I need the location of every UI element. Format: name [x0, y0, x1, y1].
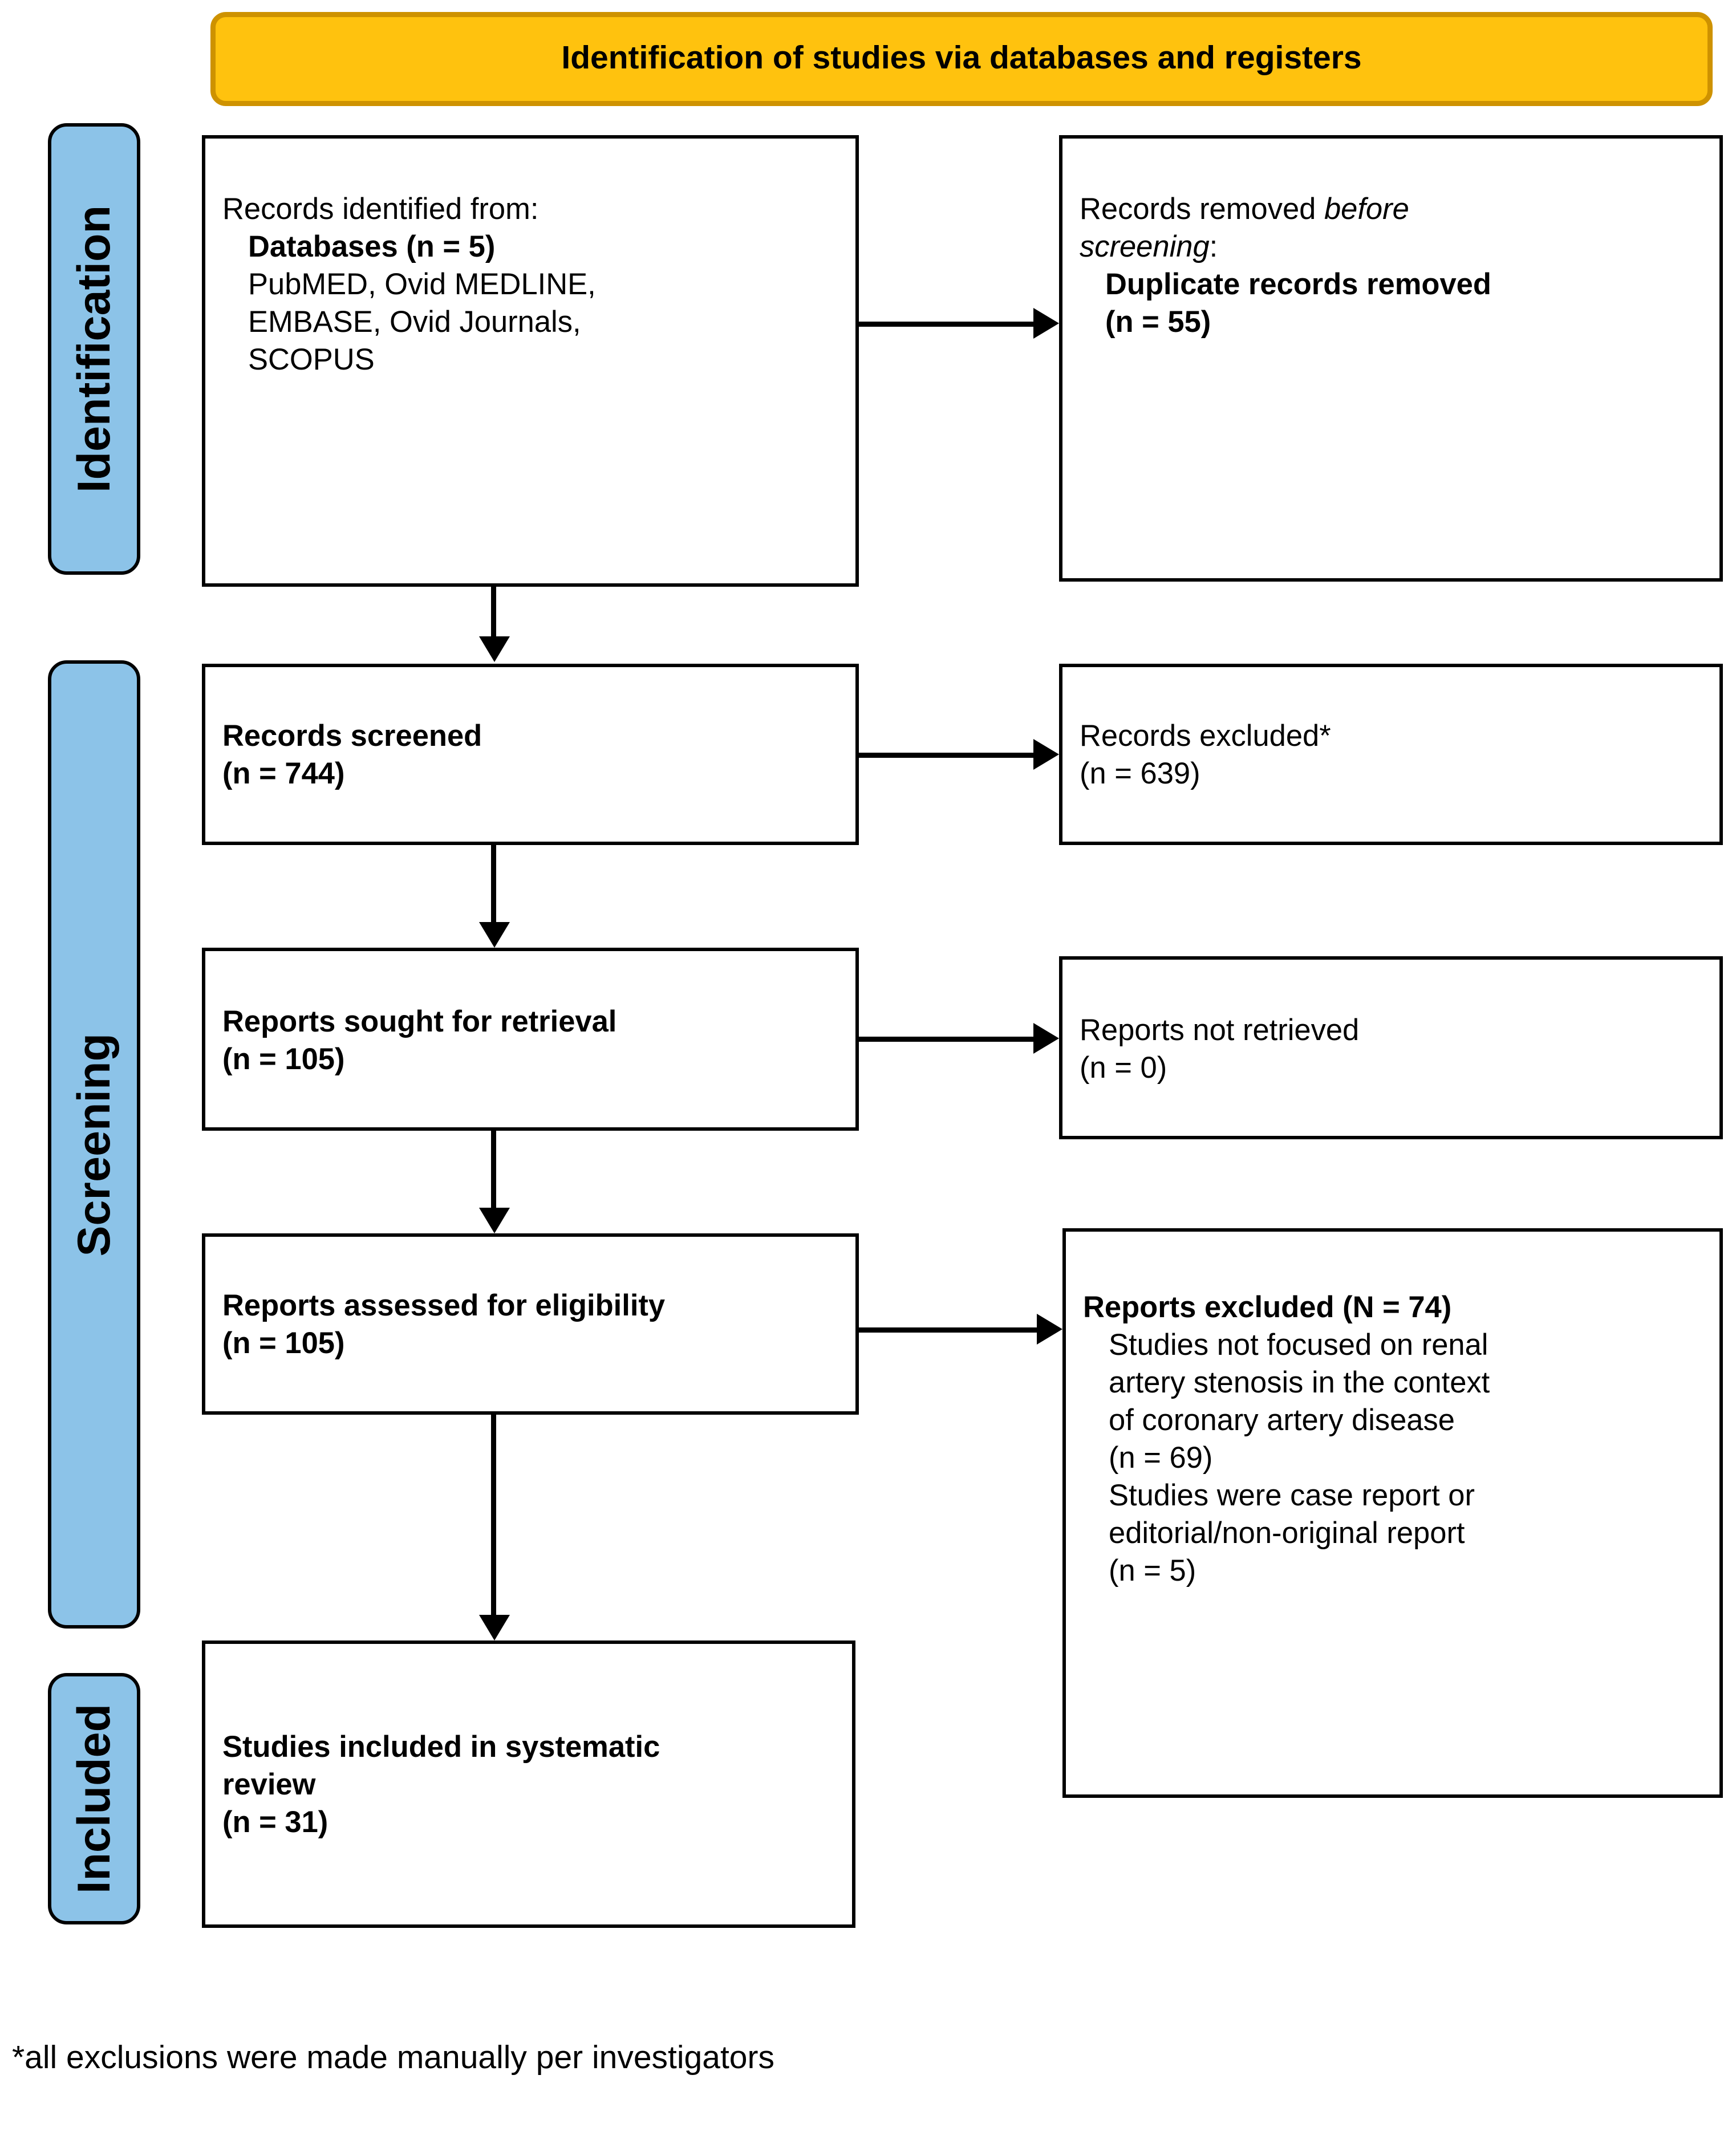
records-excluded-title: Records excluded*	[1080, 718, 1331, 753]
box-reports-assessed: Reports assessed for eligibility (n = 10…	[202, 1233, 859, 1415]
footnote: *all exclusions were made manually per i…	[12, 2041, 774, 2077]
box-records-screened: Records screened (n = 744)	[202, 664, 859, 845]
records-excluded-count: (n = 639)	[1080, 756, 1200, 790]
reports-excluded-reason2: Studies were case report or	[1109, 1478, 1475, 1512]
arrowhead-right-icon	[1033, 1023, 1059, 1054]
reports-excluded-reason1-count: (n = 69)	[1109, 1440, 1213, 1475]
arrowhead-right-icon	[1037, 1314, 1062, 1345]
reports-excluded-reason1: of coronary artery disease	[1109, 1403, 1455, 1437]
box-reports-excluded: Reports excluded (N = 74) Studies not fo…	[1062, 1228, 1723, 1798]
arrowhead-right-icon	[1033, 739, 1059, 770]
box-reports-sought: Reports sought for retrieval (n = 105)	[202, 948, 859, 1131]
connector-assessed-to-reportsexcluded	[859, 1327, 1039, 1333]
records-identified-databases: Databases (n = 5)	[248, 229, 496, 263]
arrowhead-down-icon	[479, 1615, 510, 1640]
arrowhead-down-icon	[479, 636, 510, 662]
records-removed-intro-line2: screening:	[1080, 228, 1709, 265]
reports-excluded-reason2: editorial/non-original report	[1109, 1516, 1465, 1550]
records-screened-title: Records screened	[222, 718, 482, 753]
records-removed-intro-italic: before	[1324, 192, 1409, 226]
reports-excluded-reason2-count: (n = 5)	[1109, 1553, 1196, 1587]
records-identified-source: SCOPUS	[248, 342, 375, 376]
box-studies-included: Studies included in systematic review (n…	[202, 1640, 855, 1928]
reports-not-retrieved-count: (n = 0)	[1080, 1049, 1167, 1084]
reports-sought-title: Reports sought for retrieval	[222, 1003, 617, 1038]
connector-identified-to-screened	[491, 587, 496, 640]
phase-screening-label: Screening	[67, 1033, 119, 1256]
arrowhead-down-icon	[479, 1208, 510, 1233]
records-identified-source: PubMED, Ovid MEDLINE,	[248, 267, 596, 301]
records-removed-intro-post: :	[1209, 229, 1218, 263]
records-removed-intro-italic2: screening	[1080, 229, 1210, 263]
phase-screening: Screening	[48, 660, 140, 1629]
studies-included-title: Studies included in systematic	[222, 1729, 660, 1764]
reports-not-retrieved-title: Reports not retrieved	[1080, 1012, 1360, 1046]
records-removed-count: (n = 55)	[1105, 304, 1211, 339]
reports-excluded-reason1: Studies not focused on renal	[1109, 1327, 1488, 1362]
arrowhead-right-icon	[1033, 308, 1059, 339]
records-removed-reason: Duplicate records removed	[1105, 267, 1491, 301]
reports-excluded-title: Reports excluded (N = 74)	[1083, 1290, 1452, 1324]
records-removed-intro-pre: Records removed	[1080, 192, 1324, 226]
reports-sought-count: (n = 105)	[222, 1041, 345, 1075]
phase-identification: Identification	[48, 123, 140, 575]
box-records-excluded: Records excluded* (n = 639)	[1059, 664, 1723, 845]
reports-excluded-reason1: artery stenosis in the context	[1109, 1365, 1490, 1399]
phase-included: Included	[48, 1673, 140, 1924]
title-banner: Identification of studies via databases …	[210, 12, 1713, 106]
arrowhead-down-icon	[479, 922, 510, 948]
records-screened-count: (n = 744)	[222, 756, 345, 790]
connector-sought-to-notretrieved	[859, 1037, 1035, 1042]
reports-assessed-count: (n = 105)	[222, 1326, 345, 1360]
connector-screened-to-sought	[491, 845, 496, 925]
box-records-removed: Records removed before screening: Duplic…	[1059, 135, 1723, 582]
records-identified-source: EMBASE, Ovid Journals,	[248, 304, 581, 339]
connector-assessed-to-included	[491, 1415, 496, 1618]
studies-included-count: (n = 31)	[222, 1805, 328, 1839]
records-removed-intro-line1: Records removed before	[1080, 190, 1709, 228]
connector-screened-to-excluded	[859, 753, 1035, 758]
connector-sought-to-assessed	[491, 1131, 496, 1211]
phase-identification-label: Identification	[67, 205, 119, 493]
title-banner-label: Identification of studies via databases …	[561, 40, 1362, 76]
connector-identified-to-removed	[859, 322, 1035, 327]
box-records-identified: Records identified from: Databases (n = …	[202, 135, 859, 587]
box-reports-not-retrieved: Reports not retrieved (n = 0)	[1059, 956, 1723, 1139]
studies-included-title: review	[222, 1767, 316, 1801]
records-identified-intro: Records identified from:	[222, 192, 539, 226]
phase-included-label: Included	[67, 1703, 119, 1894]
reports-assessed-title: Reports assessed for eligibility	[222, 1288, 666, 1322]
